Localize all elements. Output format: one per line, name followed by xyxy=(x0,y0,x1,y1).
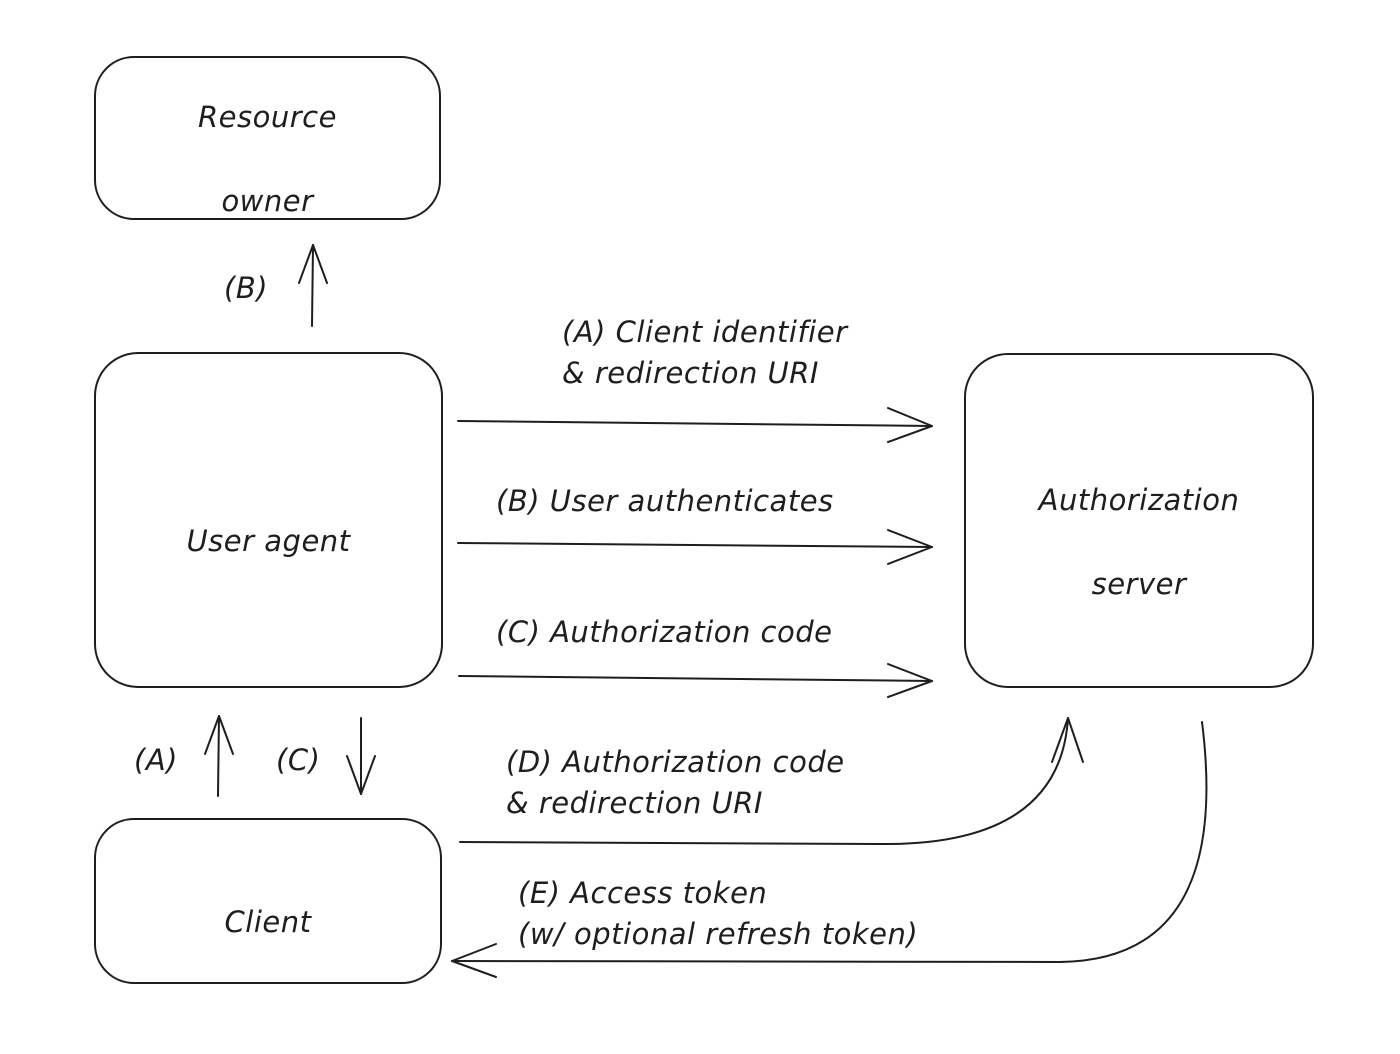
resource-owner-label-line2: owner xyxy=(221,184,314,218)
arrow-b-user-authenticates xyxy=(457,529,933,565)
edge-label-c-authorization-code: (C) Authorization code xyxy=(496,612,833,653)
edge-label-e-line1: (E) Access token xyxy=(518,876,768,910)
authorization-server-label-line1: Authorization xyxy=(1038,482,1240,517)
edge-label-e-access-token: (E) Access token (w/ optional refresh to… xyxy=(518,873,918,955)
edge-label-b-line1: (B) User authenticates xyxy=(496,484,834,518)
client-label-line1: Client xyxy=(224,905,312,939)
edge-label-ua-to-owner: (B) xyxy=(224,271,269,305)
edge-label-d-authorization-code: (D) Authorization code & redirection URI xyxy=(506,742,845,824)
edge-label-a-line1: (A) Client identifier xyxy=(562,315,848,349)
edge-label-a-client-identifier: (A) Client identifier & redirection URI xyxy=(562,312,848,394)
user-agent-label-line1: User agent xyxy=(186,524,351,558)
edge-label-b-user-authenticates: (B) User authenticates xyxy=(496,481,834,522)
arrow-c-authorization-code xyxy=(458,663,933,698)
user-agent-label: User agent xyxy=(186,478,350,562)
authorization-server-label-line2: server xyxy=(1091,566,1187,601)
arrow-ua-to-owner xyxy=(298,244,328,327)
user-agent-node: User agent xyxy=(94,352,443,688)
edge-label-d-line1: (D) Authorization code xyxy=(506,745,845,779)
edge-label-d-line2: & redirection URI xyxy=(506,786,763,820)
authorization-server-node: Authorization server xyxy=(964,353,1314,688)
client-label: Client xyxy=(225,859,312,943)
arrow-client-to-ua xyxy=(204,715,234,797)
arrow-a-client-identifier xyxy=(457,407,933,443)
client-node: Client xyxy=(94,818,442,984)
edge-label-ua-to-client: (C) xyxy=(276,743,321,777)
edge-label-c-line1: (C) Authorization code xyxy=(496,615,833,649)
arrow-d-authorization-code xyxy=(459,717,1084,846)
edge-label-a-line2: & redirection URI xyxy=(562,356,819,390)
edge-label-client-to-ua: (A) xyxy=(134,743,178,777)
resource-owner-node: Resource owner xyxy=(94,56,441,220)
resource-owner-label: Resource owner xyxy=(198,54,337,222)
arrow-e-access-token xyxy=(451,721,1208,978)
arrow-ua-to-client xyxy=(346,717,376,795)
authorization-server-label: Authorization server xyxy=(1039,437,1240,605)
resource-owner-label-line1: Resource xyxy=(198,100,337,134)
edge-label-e-line2: (w/ optional refresh token) xyxy=(518,917,919,951)
